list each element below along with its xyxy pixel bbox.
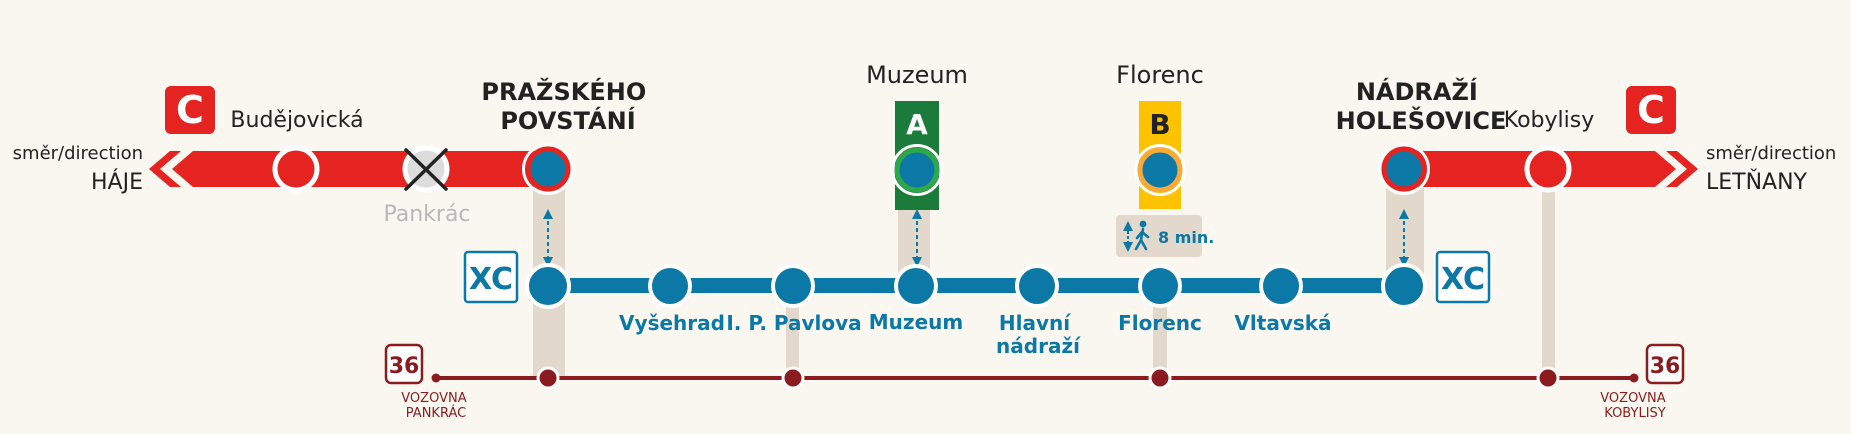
station-prazskeho-povstani-marker[interactable] xyxy=(525,146,571,192)
tram-36-right-end xyxy=(1629,373,1639,383)
line-a-badge-text: A xyxy=(906,108,928,141)
line-c-badge-right: C xyxy=(1626,86,1676,134)
transfer-walk-time: 8 min. xyxy=(1158,228,1214,247)
tram-stop-ip-pavlova-marker[interactable] xyxy=(781,366,805,390)
connector-ip-pavlova xyxy=(786,288,799,380)
line-xc-badge-left: XC xyxy=(463,250,519,304)
station-muzeum-a-marker[interactable] xyxy=(894,147,940,193)
station-florenc-xc-label: Florenc xyxy=(1118,311,1202,335)
tram-stop-florenc-marker[interactable] xyxy=(1148,366,1172,390)
station-budejovicka-marker[interactable] xyxy=(272,145,320,193)
tram-36-badge-right: 36 xyxy=(1645,343,1685,385)
line-c-left-segment xyxy=(172,151,540,187)
station-hlavni-nadrazi-label: Hlavní nádraží xyxy=(996,311,1081,358)
connector-florenc-tram xyxy=(1153,288,1167,380)
station-kobylisy-label: Kobylisy xyxy=(1504,108,1594,133)
station-prazskeho-povstani-line1: PRAŽSKÉHO xyxy=(481,77,646,106)
direction-left-terminus: HÁJE xyxy=(91,169,143,195)
tram-36-right-terminus-line2: KOBYLISY xyxy=(1604,406,1666,421)
station-prazskeho-povstani-line2: POVSTÁNÍ xyxy=(500,106,635,135)
station-hlavni-nadrazi-line2: nádraží xyxy=(996,334,1081,358)
line-c-badge-left-text: C xyxy=(176,88,204,132)
line-c-left-chevron xyxy=(149,151,181,187)
tram-36-badge-left: 36 xyxy=(384,343,424,385)
tram-36-right-terminus: VOZOVNA KOBYLISY xyxy=(1600,391,1669,421)
direction-right-label-a: směr xyxy=(1706,143,1752,164)
line-xc: XC XC Vyšehrad I. P. Pavlova Muzeum Hlav… xyxy=(463,250,1491,358)
tram-36-left-end xyxy=(431,373,441,383)
station-muzeum-xc-label: Muzeum xyxy=(869,310,963,334)
line-c-right-chevron xyxy=(1666,151,1698,187)
line-xc-badge-right-text: XC xyxy=(1441,262,1485,297)
station-xc-prazskeho-povstani-marker[interactable] xyxy=(525,263,571,309)
tram-36-left-terminus-line2: PANKRÁC xyxy=(406,405,466,421)
station-hlavni-nadrazi-marker[interactable] xyxy=(1015,264,1059,308)
walking-person-icon xyxy=(1134,220,1150,251)
transfer-walk-indicator: 8 min. xyxy=(1123,220,1214,252)
line-a-station-label: Muzeum xyxy=(866,61,968,89)
station-kobylisy-marker[interactable] xyxy=(1524,145,1572,193)
station-vltavska-label: Vltavská xyxy=(1234,311,1331,335)
station-vysehrad-label: Vyšehrad xyxy=(619,311,725,335)
direction-left-label-b: /direction xyxy=(58,143,143,164)
tram-stop-kobylisy-marker[interactable] xyxy=(1536,366,1560,390)
tram-36-left-terminus: VOZOVNA PANKRÁC xyxy=(401,391,470,421)
station-ip-pavlova-marker[interactable] xyxy=(771,264,815,308)
station-budejovicka-label: Budějovická xyxy=(230,108,363,133)
station-hlavni-nadrazi-line1: Hlavní xyxy=(999,311,1071,335)
line-c-badge-left: C xyxy=(165,86,215,134)
direction-right-label-b: /direction xyxy=(1751,143,1836,164)
direction-right-label: směr/direction xyxy=(1706,143,1836,164)
station-nadrazi-holesovice-marker[interactable] xyxy=(1381,146,1427,192)
tram-36-right-terminus-line1: VOZOVNA xyxy=(1600,391,1665,406)
direction-left-label-a: směr xyxy=(13,143,59,164)
direction-left: směr/direction HÁJE xyxy=(13,143,143,195)
line-xc-badge-right: XC xyxy=(1435,250,1491,304)
tram-stop-prazskeho-povstani-marker[interactable] xyxy=(536,366,560,390)
direction-right: směr/direction LETŇANY xyxy=(1706,143,1836,195)
tram-36: 36 36 VOZOVNA PANKRÁC VOZOVNA KOBYLISY xyxy=(384,343,1685,421)
tram-36-badge-left-text: 36 xyxy=(389,354,420,379)
line-a: Muzeum A xyxy=(866,61,968,210)
station-florenc-b-marker[interactable] xyxy=(1137,147,1183,193)
line-xc-track xyxy=(548,278,1404,293)
station-xc-nadrazi-holesovice-marker[interactable] xyxy=(1381,263,1427,309)
station-florenc-xc-marker[interactable] xyxy=(1138,264,1182,308)
station-closed-cross-icon xyxy=(404,148,448,191)
station-vysehrad-marker[interactable] xyxy=(648,264,692,308)
station-nadrazi-holesovice-line1: NÁDRAŽÍ xyxy=(1356,77,1478,106)
station-muzeum-xc-marker[interactable] xyxy=(894,264,938,308)
station-vltavska-marker[interactable] xyxy=(1259,264,1303,308)
station-nadrazi-holesovice-label: NÁDRAŽÍ HOLEŠOVICE xyxy=(1336,77,1507,135)
station-ip-pavlova-label: I. P. Pavlova xyxy=(726,311,861,335)
transfer-arrows xyxy=(543,209,1409,267)
station-prazskeho-povstani-label: PRAŽSKÉHO POVSTÁNÍ xyxy=(481,77,654,135)
line-xc-badge-left-text: XC xyxy=(469,262,513,297)
connector-kobylisy xyxy=(1542,170,1555,380)
line-c-badge-right-text: C xyxy=(1637,88,1665,132)
direction-left-label: směr/direction xyxy=(13,143,143,164)
tram-36-badge-right-text: 36 xyxy=(1650,354,1681,379)
station-nadrazi-holesovice-line2: HOLEŠOVICE xyxy=(1336,105,1507,135)
line-b-station-label: Florenc xyxy=(1116,61,1204,89)
direction-right-terminus: LETŇANY xyxy=(1706,169,1808,195)
tram-36-left-terminus-line1: VOZOVNA xyxy=(401,391,466,406)
line-b: Florenc B xyxy=(1116,61,1204,209)
line-c: C C Budějovická Pankrác PRAŽSKÉHO POVSTÁ… xyxy=(149,77,1698,227)
station-pankrac-label: Pankrác xyxy=(383,202,470,227)
line-b-badge-text: B xyxy=(1149,108,1170,141)
